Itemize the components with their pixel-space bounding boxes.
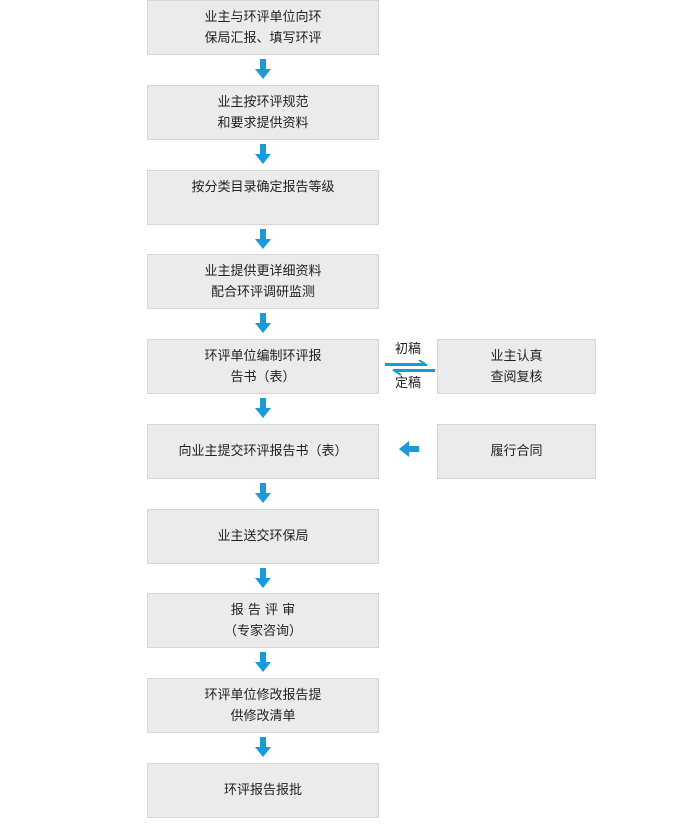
step-box-1: 业主与环评单位向环 保局汇报、填写环评 xyxy=(147,0,379,55)
step-label-8: 报 告 评 审 （专家咨询） xyxy=(223,602,302,639)
step-box-7: 业主送交环保局 xyxy=(147,509,379,564)
step-box-9: 环评单位修改报告提 供修改清单 xyxy=(147,678,379,733)
exchange-arrows-icon xyxy=(385,360,435,376)
down-arrow-icon xyxy=(255,483,271,503)
step-label-5: 环评单位编制环评报 告书（表） xyxy=(204,348,322,385)
down-arrow-icon xyxy=(255,313,271,333)
step-box-2: 业主按环评规范 和要求提供资料 xyxy=(147,85,379,140)
left-arrow-icon xyxy=(399,441,419,457)
down-arrow-icon xyxy=(255,59,271,79)
side-box-review: 业主认真 查阅复核 xyxy=(437,339,596,394)
side-box-contract: 履行合同 xyxy=(437,424,596,479)
final-label: 定稿 xyxy=(395,376,422,391)
side-label-contract: 履行合同 xyxy=(490,444,543,459)
step-label-10: 环评报告报批 xyxy=(223,783,302,798)
step-label-7: 业主送交环保局 xyxy=(217,529,309,544)
step-box-8: 报 告 评 审 （专家咨询） xyxy=(147,593,379,648)
down-arrow-icon xyxy=(255,144,271,164)
down-arrow-icon xyxy=(255,398,271,418)
step-label-4: 业主提供更详细资料 配合环评调研监测 xyxy=(204,263,322,300)
down-arrow-icon xyxy=(255,652,271,672)
step-box-10: 环评报告报批 xyxy=(147,763,379,818)
side-label-review: 业主认真 查阅复核 xyxy=(490,348,543,385)
draft-label: 初稿 xyxy=(395,342,422,357)
step-box-5: 环评单位编制环评报 告书（表） xyxy=(147,339,379,394)
step-label-3: 按分类目录确定报告等级 xyxy=(191,180,335,195)
down-arrow-icon xyxy=(255,568,271,588)
step-box-3: 按分类目录确定报告等级 xyxy=(147,170,379,225)
step-label-1: 业主与环评单位向环 保局汇报、填写环评 xyxy=(204,9,322,46)
step-box-4: 业主提供更详细资料 配合环评调研监测 xyxy=(147,254,379,309)
step-label-6: 向业主提交环评报告书（表） xyxy=(178,444,348,459)
down-arrow-icon xyxy=(255,737,271,757)
step-label-9: 环评单位修改报告提 供修改清单 xyxy=(204,687,322,724)
step-box-6: 向业主提交环评报告书（表） xyxy=(147,424,379,479)
step-label-2: 业主按环评规范 和要求提供资料 xyxy=(217,94,309,131)
down-arrow-icon xyxy=(255,229,271,249)
